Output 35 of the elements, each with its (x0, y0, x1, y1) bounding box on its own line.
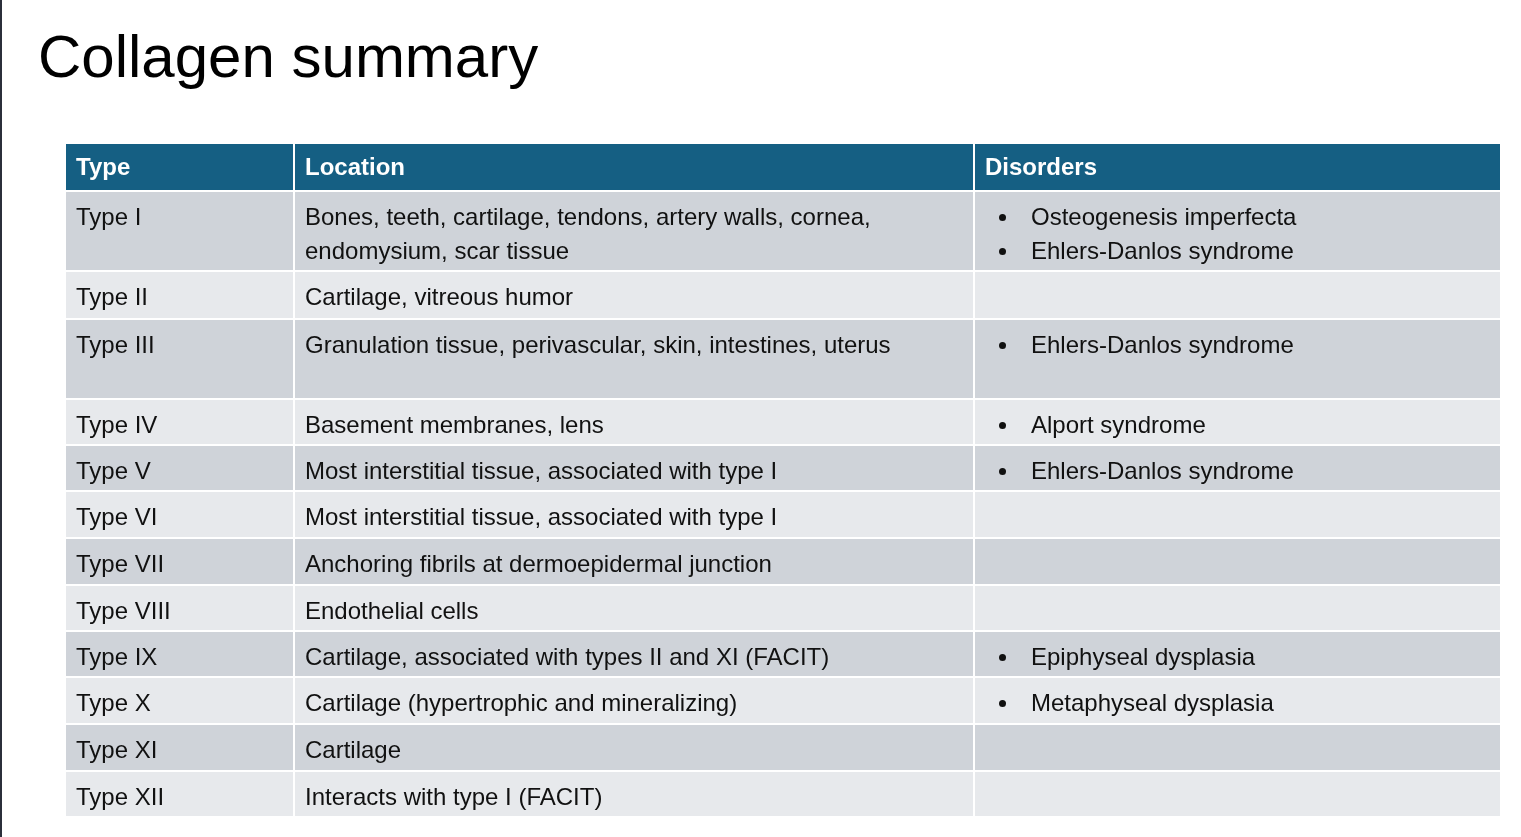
disorder-text: Epiphyseal dysplasia (1031, 643, 1256, 670)
table-cell: Bones, teeth, cartilage, tendons, artery walls, cornea, endomysium, scar tissue (295, 192, 973, 270)
table-cell: Anchoring fibrils at dermoepidermal junction (295, 539, 973, 584)
disorder-text: Ehlers-Danlos syndrome (1031, 237, 1294, 264)
table-cell: Most interstitial tissue, associated with type I (295, 492, 973, 537)
header-cell: Location (295, 144, 973, 190)
disorder-text: Osteogenesis imperfecta (1031, 203, 1297, 230)
header-cell: Disorders (975, 144, 1500, 190)
table-cell: Type IX (66, 632, 293, 676)
table-cell: Type II (66, 272, 293, 318)
slide-title: Collagen summary (38, 22, 539, 91)
table-cell: Type VIII (66, 586, 293, 630)
table-cell: Type VII (66, 539, 293, 584)
disorder-text: Metaphyseal dysplasia (1031, 689, 1274, 716)
table-cell: Interacts with type I (FACIT) (295, 772, 973, 816)
table-cell: Cartilage, associated with types II and XI (FACIT) (295, 632, 973, 676)
table-cell: Type III (66, 320, 293, 398)
table-cell: Granulation tissue, perivascular, skin, intestines, uterus (295, 320, 973, 398)
header-cell: Type (66, 144, 293, 190)
table-cell: Type XII (66, 772, 293, 816)
table-cell: Type I (66, 192, 293, 270)
table-cell: Cartilage, vitreous humor (295, 272, 973, 318)
table-cell: Basement membranes, lens (295, 400, 973, 444)
table-cell: Type XI (66, 725, 293, 770)
table-cell: Type IV (66, 400, 293, 444)
table-cell: Cartilage (295, 725, 973, 770)
table-cell: Endothelial cells (295, 586, 973, 630)
disorder-text: Ehlers-Danlos syndrome (1031, 331, 1294, 358)
table-cell: Type VI (66, 492, 293, 537)
disorder-text: Alport syndrome (1031, 411, 1206, 438)
table-cell: Type X (66, 678, 293, 723)
table-cell: Cartilage (hypertrophic and mineralizing) (295, 678, 973, 723)
table-cell: Type V (66, 446, 293, 490)
disorder-text: Ehlers-Danlos syndrome (1031, 457, 1294, 484)
table-cell: Most interstitial tissue, associated with type I (295, 446, 973, 490)
